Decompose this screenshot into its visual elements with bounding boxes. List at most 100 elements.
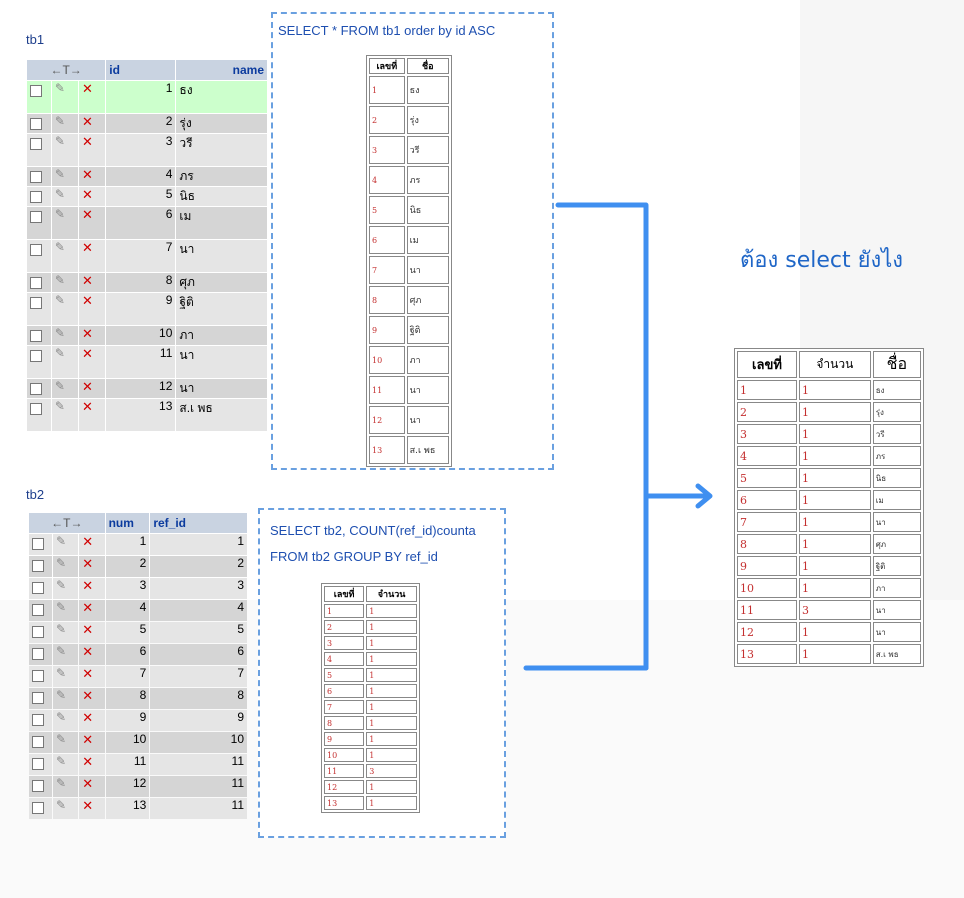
row-checkbox[interactable] [32, 758, 44, 770]
delete-x-icon[interactable]: ✕ [82, 379, 93, 394]
row-checkbox[interactable] [32, 802, 44, 814]
delete-x-icon[interactable]: ✕ [82, 187, 93, 202]
delete-x-icon[interactable]: ✕ [82, 556, 94, 571]
delete-x-icon[interactable]: ✕ [82, 754, 94, 769]
delete-x-icon[interactable]: ✕ [82, 240, 93, 255]
edit-cell: ✎ [53, 578, 79, 599]
pencil-icon[interactable]: ✎ [54, 273, 65, 287]
row-ref-id: 10 [150, 732, 247, 753]
result-no: 9 [369, 316, 405, 344]
delete-x-icon[interactable]: ✕ [82, 81, 93, 96]
row-checkbox[interactable] [30, 297, 42, 309]
delete-x-icon[interactable]: ✕ [82, 710, 94, 725]
pencil-icon[interactable]: ✎ [54, 207, 65, 221]
row-checkbox[interactable] [32, 604, 44, 616]
delete-x-icon[interactable]: ✕ [82, 207, 93, 222]
row-checkbox[interactable] [30, 118, 42, 130]
pencil-icon[interactable]: ✎ [54, 187, 65, 201]
pencil-icon[interactable]: ✎ [54, 134, 65, 148]
row-checkbox[interactable] [32, 692, 44, 704]
pencil-icon[interactable]: ✎ [56, 776, 67, 790]
pencil-icon[interactable]: ✎ [54, 114, 65, 128]
pencil-icon[interactable]: ✎ [54, 326, 65, 340]
row-checkbox[interactable] [30, 403, 42, 415]
column-arrows[interactable]: ←T→ [27, 60, 106, 80]
row-select-cell [29, 666, 52, 687]
pencil-icon[interactable]: ✎ [56, 578, 67, 592]
delete-x-icon[interactable]: ✕ [82, 644, 94, 659]
delete-x-icon[interactable]: ✕ [82, 346, 93, 361]
row-checkbox[interactable] [30, 171, 42, 183]
delete-x-icon[interactable]: ✕ [82, 732, 94, 747]
row-checkbox[interactable] [32, 736, 44, 748]
row-select-cell [29, 732, 52, 753]
delete-x-icon[interactable]: ✕ [82, 399, 93, 414]
delete-x-icon[interactable]: ✕ [82, 688, 94, 703]
result-name: นา [872, 622, 921, 642]
delete-x-icon[interactable]: ✕ [82, 273, 93, 288]
delete-x-icon[interactable]: ✕ [82, 114, 93, 129]
delete-x-icon[interactable]: ✕ [82, 167, 93, 182]
result-count: 1 [798, 468, 871, 488]
result-count: 1 [798, 644, 871, 664]
row-checkbox[interactable] [30, 191, 42, 203]
delete-x-icon[interactable]: ✕ [82, 776, 94, 791]
row-checkbox[interactable] [32, 560, 44, 572]
result-no: 2 [324, 620, 365, 634]
edit-cell: ✎ [53, 754, 79, 775]
row-checkbox[interactable] [32, 670, 44, 682]
pencil-icon[interactable]: ✎ [56, 798, 67, 812]
result-count: 1 [798, 380, 871, 400]
pencil-icon[interactable]: ✎ [56, 754, 67, 768]
column-arrows[interactable]: ←T→ [29, 513, 105, 533]
row-checkbox[interactable] [30, 244, 42, 256]
row-checkbox[interactable] [30, 138, 42, 150]
delete-x-icon[interactable]: ✕ [82, 534, 94, 549]
pencil-icon[interactable]: ✎ [56, 666, 67, 680]
row-checkbox[interactable] [30, 211, 42, 223]
delete-x-icon[interactable]: ✕ [82, 622, 94, 637]
row-checkbox[interactable] [32, 714, 44, 726]
delete-x-icon[interactable]: ✕ [82, 798, 94, 813]
row-checkbox[interactable] [32, 648, 44, 660]
edit-cell: ✎ [53, 644, 79, 665]
pencil-icon[interactable]: ✎ [54, 240, 65, 254]
pencil-icon[interactable]: ✎ [56, 644, 67, 658]
pencil-icon[interactable]: ✎ [56, 534, 67, 548]
row-checkbox[interactable] [32, 582, 44, 594]
delete-x-icon[interactable]: ✕ [82, 326, 93, 341]
result-no: 9 [737, 556, 797, 576]
delete-x-icon[interactable]: ✕ [82, 600, 94, 615]
row-checkbox[interactable] [32, 538, 44, 550]
pencil-icon[interactable]: ✎ [56, 556, 67, 570]
column-header-id[interactable]: id [106, 60, 176, 80]
pencil-icon[interactable]: ✎ [54, 346, 65, 360]
pencil-icon[interactable]: ✎ [54, 167, 65, 181]
pencil-icon[interactable]: ✎ [56, 600, 67, 614]
column-header-ref-id[interactable]: ref_id [150, 513, 247, 533]
delete-x-icon[interactable]: ✕ [82, 134, 93, 149]
pencil-icon[interactable]: ✎ [54, 81, 65, 95]
pencil-icon[interactable]: ✎ [56, 688, 67, 702]
pencil-icon[interactable]: ✎ [56, 622, 67, 636]
delete-x-icon[interactable]: ✕ [82, 666, 94, 681]
row-checkbox[interactable] [30, 383, 42, 395]
column-header-name[interactable]: name [176, 60, 267, 80]
delete-cell: ✕ [79, 167, 106, 186]
row-checkbox[interactable] [30, 330, 42, 342]
row-checkbox[interactable] [32, 626, 44, 638]
result-no: 4 [369, 166, 405, 194]
delete-x-icon[interactable]: ✕ [82, 293, 93, 308]
pencil-icon[interactable]: ✎ [54, 379, 65, 393]
pencil-icon[interactable]: ✎ [54, 293, 65, 307]
column-header-num[interactable]: num [105, 513, 150, 533]
delete-x-icon[interactable]: ✕ [82, 578, 94, 593]
pencil-icon[interactable]: ✎ [56, 732, 67, 746]
pencil-icon[interactable]: ✎ [54, 399, 65, 413]
row-checkbox[interactable] [30, 277, 42, 289]
pencil-icon[interactable]: ✎ [56, 710, 67, 724]
row-checkbox[interactable] [32, 780, 44, 792]
row-checkbox[interactable] [30, 85, 42, 97]
row-checkbox[interactable] [30, 350, 42, 362]
